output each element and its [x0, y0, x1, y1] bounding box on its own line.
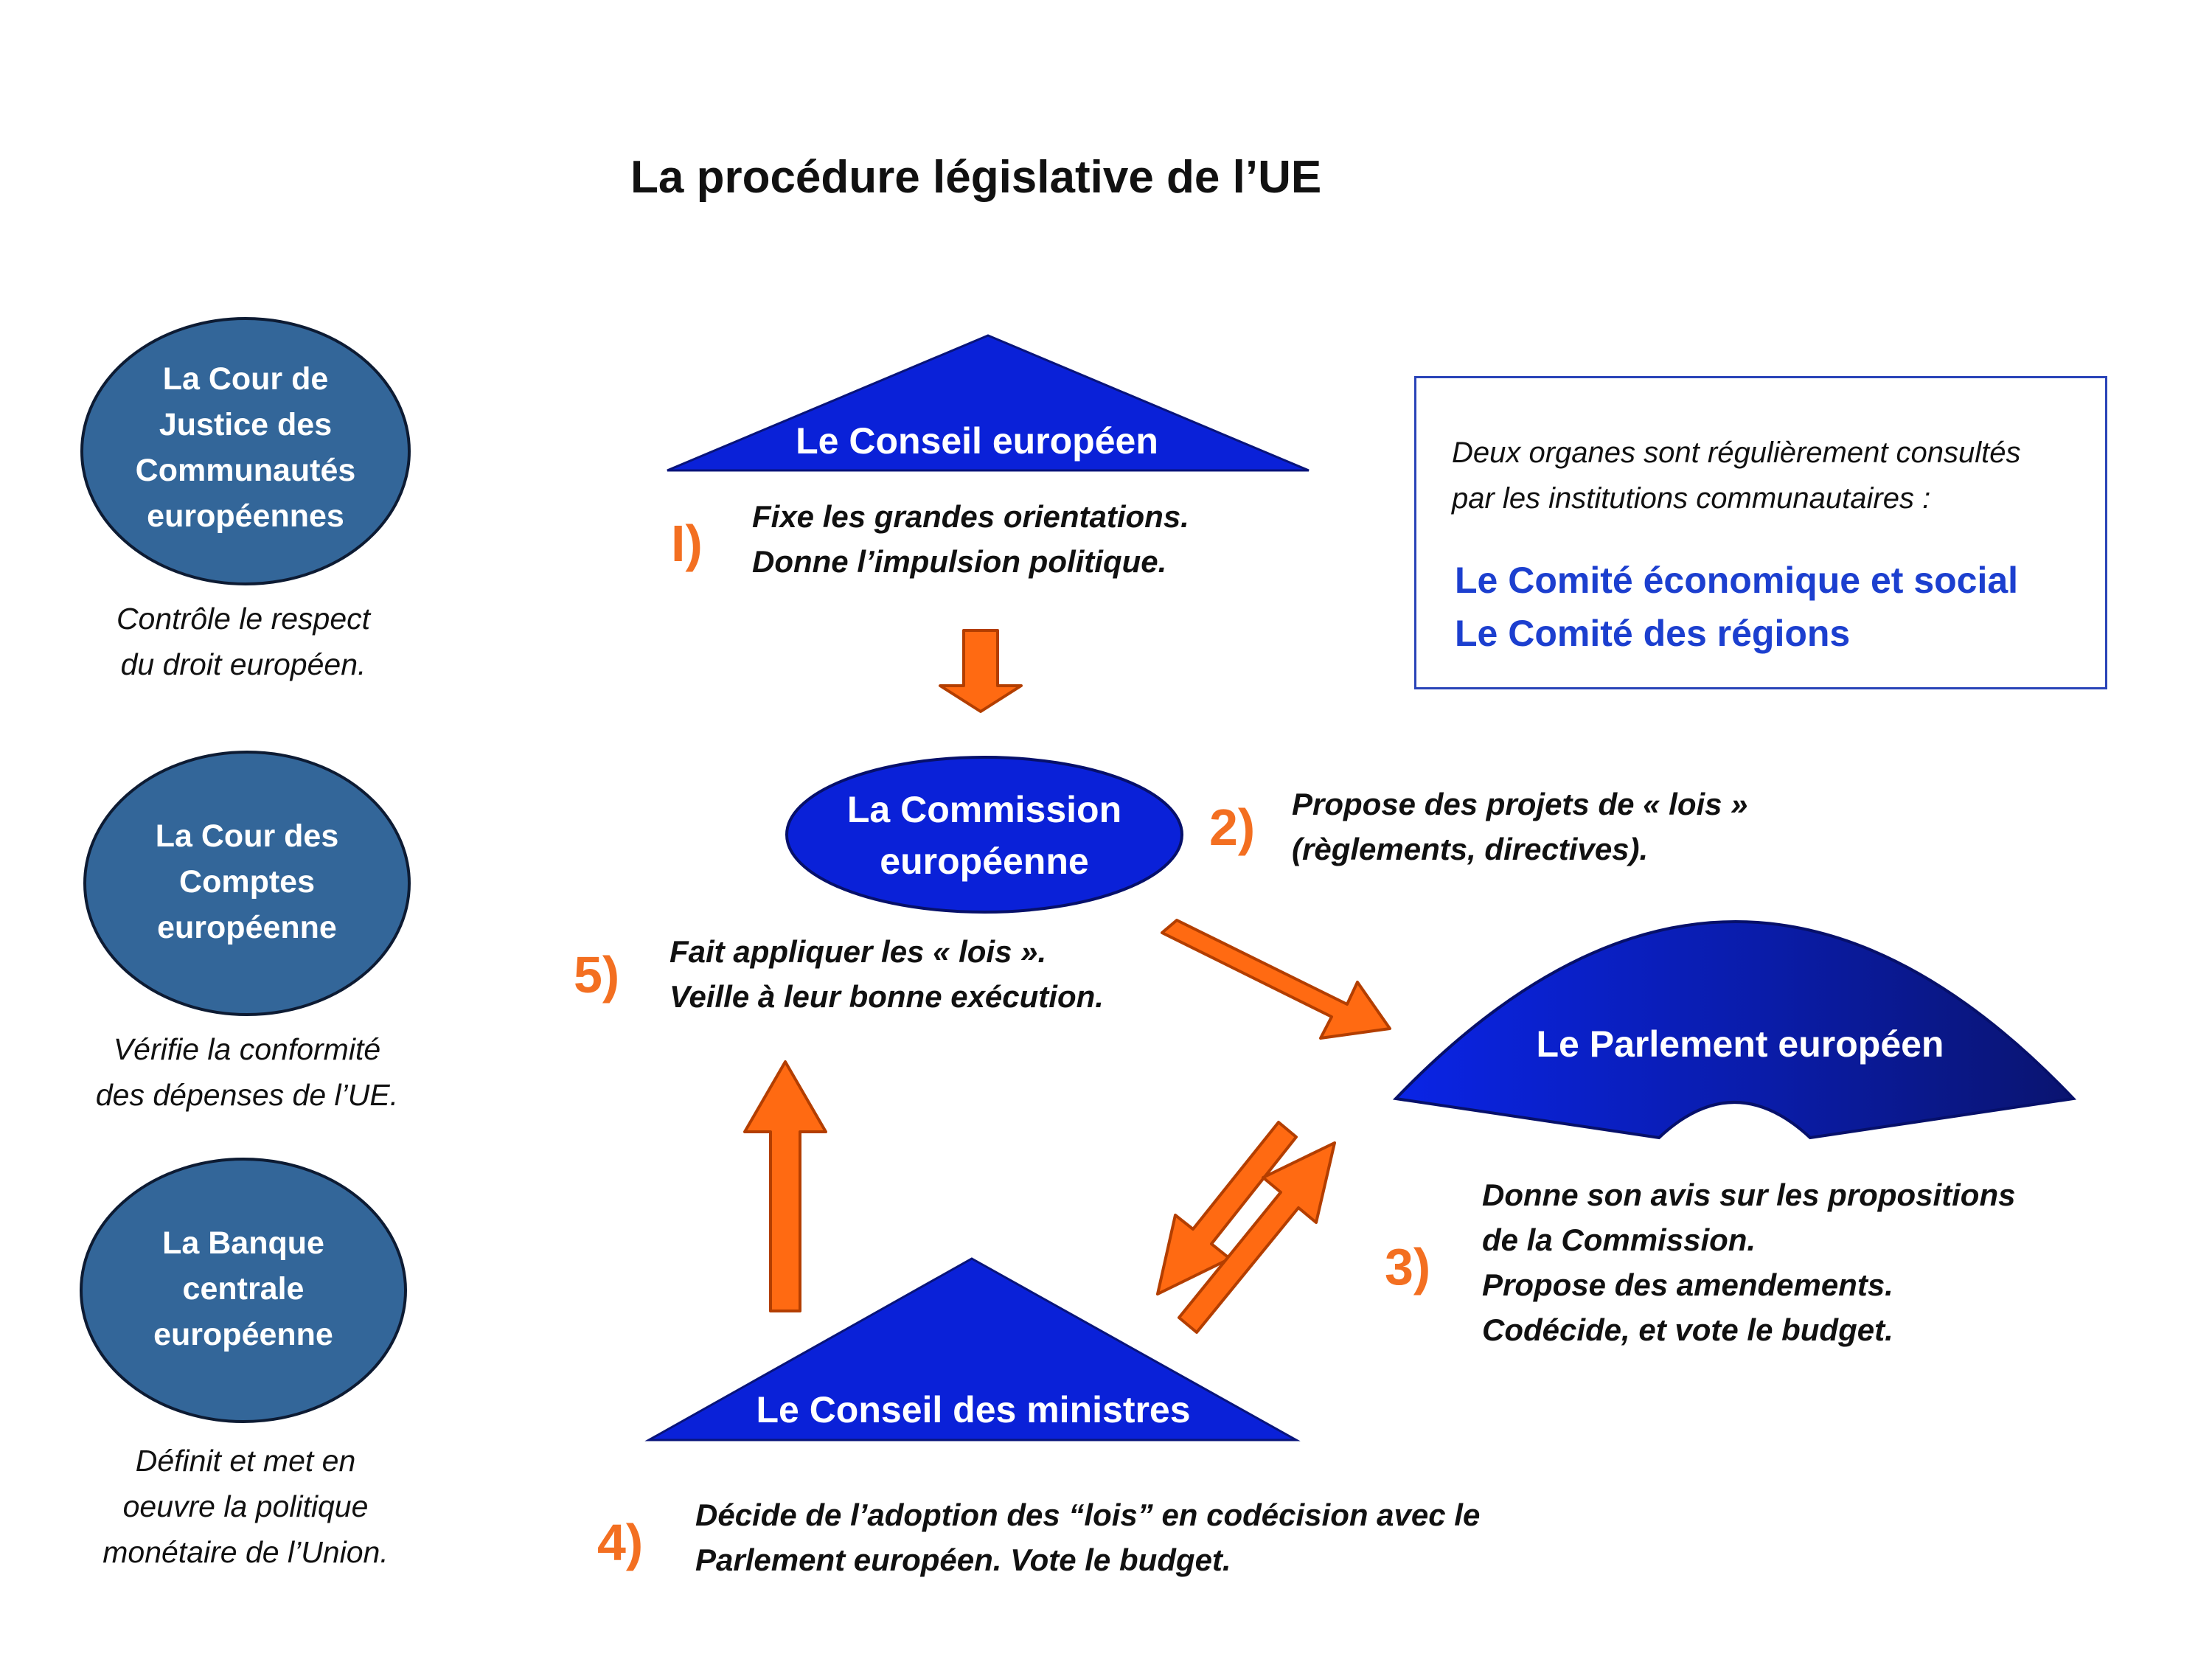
arrow-commission-to-parlement: [1161, 919, 1391, 1040]
court-shape-comptes: [83, 751, 411, 1016]
step-2-line-1: Propose des projets de « lois »: [1292, 787, 1748, 821]
conseil-ministres-label: Le Conseil des ministres: [756, 1389, 1191, 1430]
step-3-line-3: Propose des amendements.: [1482, 1267, 1893, 1302]
step-1-line-1: Fixe les grandes orientations.: [752, 499, 1189, 534]
court-comptes-label: La Cour des Comptes européenne: [100, 813, 394, 950]
consulted-intro-line-1: Deux organes sont régulièrement consulté…: [1452, 437, 2021, 469]
page-title: La procédure législative de l’UE: [630, 152, 1322, 203]
court-justice-desc-line-2: du droit européen.: [120, 647, 366, 681]
court-justice-line-1: La Cour de: [162, 361, 329, 397]
step-5-line-1: Fait appliquer les « lois ».: [669, 934, 1047, 969]
court-banque-label: La Banque centrale européenne: [96, 1220, 391, 1357]
court-justice-description: Contrôle le respect du droit européen.: [59, 596, 428, 687]
court-comptes-line-2: Comptes: [179, 864, 315, 900]
step-number-3: 3): [1385, 1238, 1431, 1295]
commission-label-line-2: européenne: [880, 841, 1089, 882]
step-3-line-1: Donne son avis sur les propositions: [1482, 1178, 2016, 1212]
court-shape-banque: [80, 1158, 407, 1423]
step-5-description: Fait appliquer les « lois ». Veille à le…: [669, 929, 1104, 1019]
court-justice-line-4: européennes: [147, 498, 344, 534]
conseil-europeen-shape: [667, 334, 1310, 472]
court-comptes-desc-line-1: Vérifie la conformité: [113, 1032, 381, 1066]
consulted-bodies-box: Deux organes sont régulièrement consulté…: [1414, 376, 2107, 689]
court-banque-desc-line-2: oeuvre la politique: [122, 1489, 369, 1523]
step-5-line-2: Veille à leur bonne exécution.: [669, 979, 1104, 1014]
court-justice-line-2: Justice des: [159, 407, 333, 442]
step-number-4: 4): [597, 1514, 644, 1571]
court-comptes-line-3: européenne: [157, 910, 337, 945]
parlement-shape: [1392, 920, 2077, 1140]
step-3-line-2: de la Commission.: [1482, 1222, 1756, 1257]
court-banque-description: Définit et met en oeuvre la politique mo…: [61, 1438, 430, 1575]
arrow-conseil-to-commission: [939, 629, 1023, 713]
step-3-description: Donne son avis sur les propositions de l…: [1482, 1172, 2015, 1352]
step-2-line-2: (règlements, directives).: [1292, 832, 1649, 866]
conseil-ministres-shape: [644, 1257, 1301, 1441]
step-2-description: Propose des projets de « lois » (règleme…: [1292, 782, 1748, 872]
step-number-1: I): [671, 515, 703, 572]
arrow-ministres-to-commission: [743, 1060, 827, 1312]
court-justice-line-3: Communautés: [135, 453, 356, 488]
court-comptes-description: Vérifie la conformité des dépenses de l’…: [63, 1026, 431, 1118]
consulted-item-ces: Le Comité économique et social: [1455, 560, 2019, 601]
commission-label-line-1: La Commission: [846, 789, 1122, 830]
step-4-line-1: Décide de l’adoption des “lois” en codéc…: [695, 1498, 1481, 1532]
step-4-description: Décide de l’adoption des “lois” en codéc…: [695, 1492, 1480, 1582]
court-comptes-line-1: La Cour des: [155, 818, 339, 854]
court-banque-line-2: centrale: [182, 1271, 305, 1307]
arrow-parlement-to-ministres: [1156, 1121, 1298, 1295]
court-banque-line-3: européenne: [153, 1317, 333, 1352]
court-banque-desc-line-3: monétaire de l’Union.: [102, 1535, 389, 1569]
arrow-ministres-to-parlement: [1178, 1141, 1336, 1334]
court-justice-desc-line-1: Contrôle le respect: [116, 602, 371, 636]
court-banque-line-1: La Banque: [162, 1225, 324, 1261]
conseil-europeen-label: Le Conseil européen: [796, 420, 1158, 462]
commission-label: La Commission européenne: [800, 784, 1169, 887]
step-1-line-2: Donne l’impulsion politique.: [752, 544, 1167, 579]
step-4-line-2: Parlement européen. Vote le budget.: [695, 1543, 1231, 1577]
parlement-label: Le Parlement européen: [1536, 1023, 1944, 1065]
consulted-intro: Deux organes sont régulièrement consulté…: [1452, 430, 2021, 521]
step-number-2: 2): [1209, 799, 1256, 856]
consulted-item-cdr: Le Comité des régions: [1455, 613, 1851, 654]
step-1-description: Fixe les grandes orientations. Donne l’i…: [752, 494, 1189, 584]
court-shape-justice: [80, 317, 411, 585]
court-justice-label: La Cour de Justice des Communautés europ…: [98, 356, 393, 539]
court-banque-desc-line-1: Définit et met en: [135, 1444, 356, 1478]
step-3-line-4: Codécide, et vote le budget.: [1482, 1312, 1893, 1347]
commission-shape: [785, 756, 1183, 914]
step-number-5: 5): [574, 946, 620, 1004]
consulted-intro-line-2: par les institutions communautaires :: [1452, 482, 1931, 515]
court-comptes-desc-line-2: des dépenses de l’UE.: [95, 1078, 399, 1112]
